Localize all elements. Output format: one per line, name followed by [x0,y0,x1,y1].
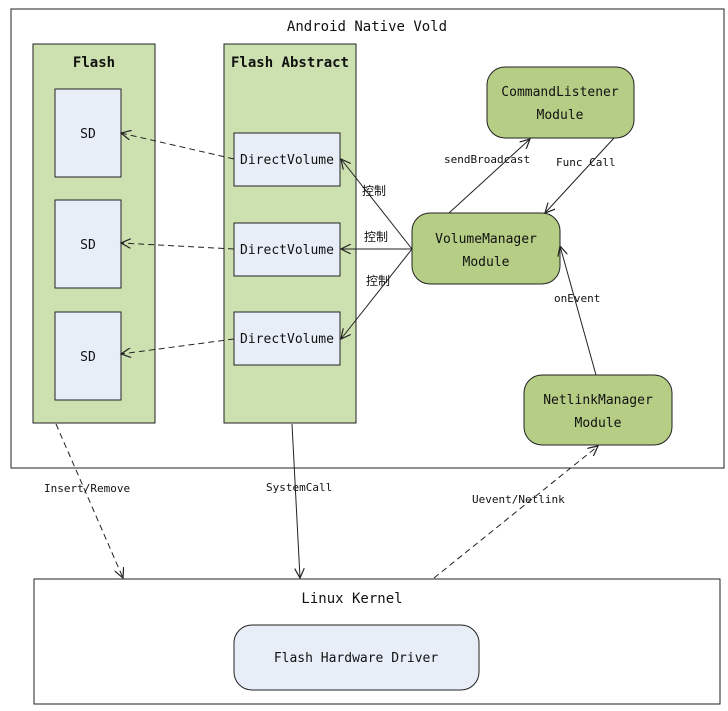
android-vold-title: Android Native Vold [287,19,447,35]
edge-func-call-label: Func Call [556,156,616,169]
edge-control-label-1: 控制 [362,184,386,198]
edge-uevent-netlink [433,446,598,579]
linux-kernel-title: Linux Kernel [301,591,402,607]
direct-volume-1 [233,132,341,187]
edge-on-event [560,246,597,376]
direct-volume-3 [233,311,341,366]
edge-insert-remove [55,423,123,578]
flash-hardware-driver [233,624,480,691]
command-listener-line2: Module [537,108,584,123]
flash-hardware-driver-label: Flash Hardware Driver [274,651,439,666]
volume-manager-line1: VolumeManager [435,232,537,247]
edge-func-call [545,137,615,213]
direct-volume-3-label: DirectVolume [240,332,334,347]
direct-volume-1-label: DirectVolume [240,153,334,168]
edge-on-event-label: onEvent [554,292,600,305]
edge-control-label-3: 控制 [366,274,390,288]
sd-card-1-label: SD [80,127,96,142]
edge-dv3-to-sd3 [121,338,235,354]
edge-dv2-to-sd2 [121,243,235,250]
edge-send-broadcast-label: sendBroadcast [444,153,530,166]
sd-card-2-label: SD [80,238,96,253]
command-listener-module [486,66,635,139]
volume-manager-line2: Module [463,255,510,270]
sd-card-3 [54,311,122,401]
netlink-manager-line2: Module [575,416,622,431]
direct-volume-2-label: DirectVolume [240,243,334,258]
flash-title: Flash [73,55,115,71]
netlink-manager-line1: NetlinkManager [543,393,653,408]
edge-vm-to-dv1 [341,159,413,250]
sd-card-1 [54,88,122,178]
flash-abstract-title: Flash Abstract [231,55,349,71]
command-listener-line1: CommandListener [501,85,619,100]
edge-send-broadcast [448,139,530,214]
edge-vm-to-dv3 [341,248,413,339]
volume-manager-module [411,212,561,285]
edge-uevent-netlink-label: Uevent/Netlink [472,493,565,506]
sd-card-2 [54,199,122,289]
edge-system-call [291,423,300,578]
edge-control-label-2: 控制 [364,230,388,244]
edge-system-call-label: SystemCall [266,481,332,494]
edge-insert-remove-label: Insert/Remove [44,482,130,495]
sd-card-3-label: SD [80,350,96,365]
direct-volume-2 [233,222,341,277]
netlink-manager-module [523,374,673,446]
